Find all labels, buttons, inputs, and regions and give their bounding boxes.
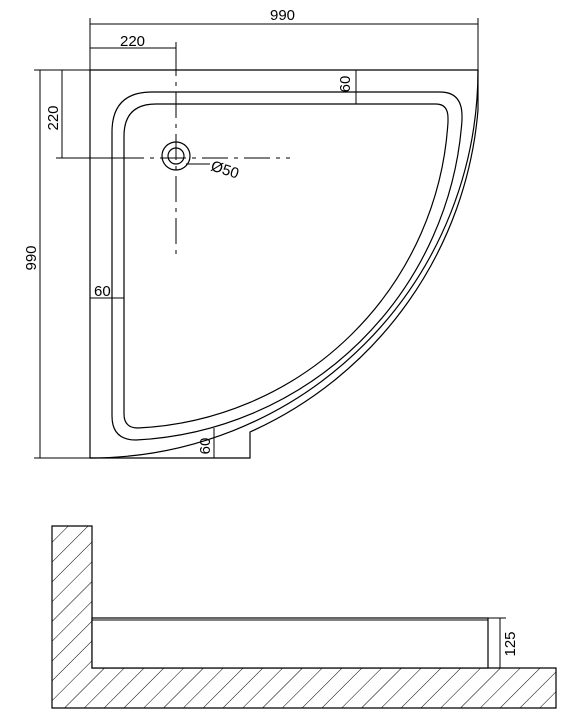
tray-height-label: 125 — [502, 631, 519, 656]
drain-offset-y-dimension: 220 — [45, 70, 118, 159]
plan-view: 990 220 990 220 60 60 — [23, 7, 479, 459]
rim-top-dimension: 60 — [337, 70, 357, 104]
section-view: 125 — [51, 525, 557, 709]
tray-outer-outline — [89, 69, 479, 459]
drain-diameter-label: Ø50 — [209, 158, 241, 183]
width-label: 990 — [270, 7, 295, 24]
drain-offset-x-label: 220 — [120, 33, 145, 50]
wall-and-floor-section — [51, 525, 557, 709]
depth-label: 990 — [23, 245, 40, 270]
drain — [118, 50, 290, 256]
rim-top-label: 60 — [337, 76, 354, 93]
width-dimension: 990 — [89, 7, 479, 70]
tray-section — [91, 617, 489, 669]
basin-rim-inner — [123, 103, 449, 429]
drain-offset-x-dimension: 220 — [90, 33, 177, 70]
tray-height-dimension: 125 — [488, 617, 519, 668]
rim-bottom-label: 60 — [197, 438, 214, 455]
rim-bottom-dimension: 60 — [197, 428, 215, 458]
basin-rim-outer — [111, 91, 463, 441]
rim-left-label: 60 — [94, 283, 111, 300]
rim-left-dimension: 60 — [90, 283, 124, 300]
drain-offset-y-label: 220 — [45, 105, 62, 130]
